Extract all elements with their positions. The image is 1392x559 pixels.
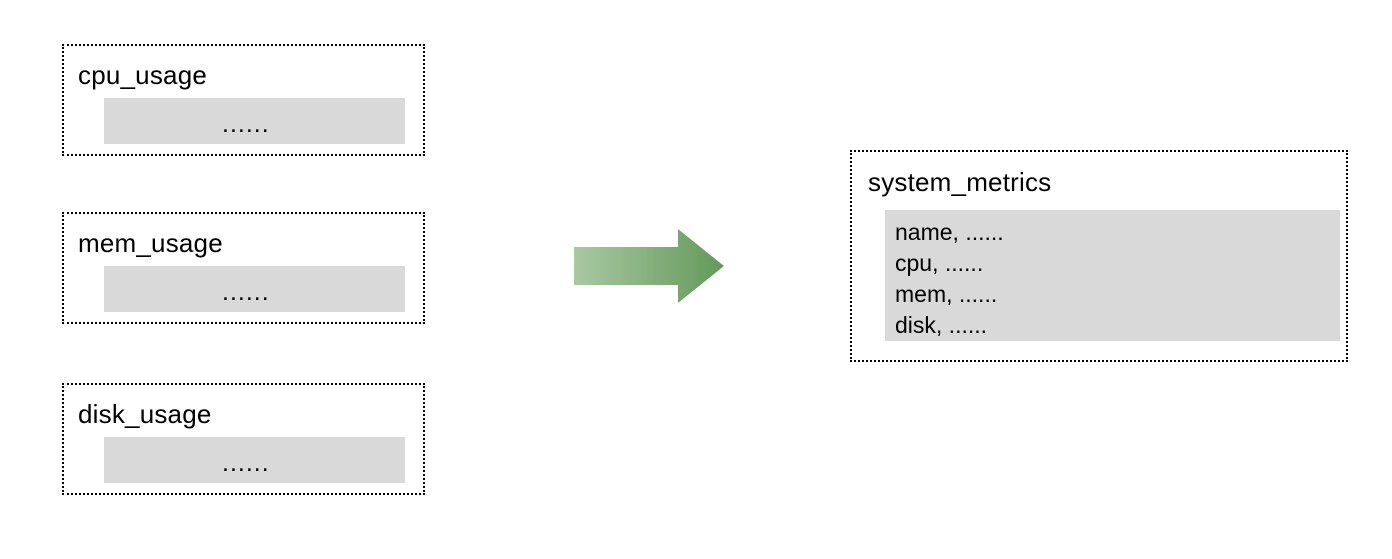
- target-row-list: name, ...... cpu, ...... mem, ...... dis…: [895, 217, 1340, 341]
- source-box-mem-usage[interactable]: mem_usage ......: [62, 212, 425, 324]
- source-box-title: cpu_usage: [78, 60, 208, 90]
- source-box-ellipsis: ......: [222, 110, 270, 138]
- target-box-title: system_metrics: [868, 167, 1052, 197]
- target-row: name, ......: [895, 219, 1004, 245]
- source-box-ellipsis: ......: [222, 449, 270, 477]
- source-box-ellipsis: ......: [222, 278, 270, 306]
- target-row: mem, ......: [895, 281, 998, 307]
- source-box-panel: ......: [104, 437, 405, 483]
- source-box-disk-usage[interactable]: disk_usage ......: [62, 383, 425, 495]
- target-row: cpu, ......: [895, 250, 984, 276]
- target-row: disk, ......: [895, 312, 988, 338]
- right-arrow-icon: [574, 229, 724, 303]
- source-box-title: mem_usage: [78, 228, 223, 258]
- source-box-title: disk_usage: [78, 399, 212, 429]
- source-box-cpu-usage[interactable]: cpu_usage ......: [62, 44, 425, 156]
- source-box-panel: ......: [104, 98, 405, 144]
- source-box-panel: ......: [104, 266, 405, 312]
- target-box-panel: name, ...... cpu, ...... mem, ...... dis…: [885, 210, 1340, 341]
- target-box-system-metrics[interactable]: system_metrics name, ...... cpu, ...... …: [850, 150, 1348, 362]
